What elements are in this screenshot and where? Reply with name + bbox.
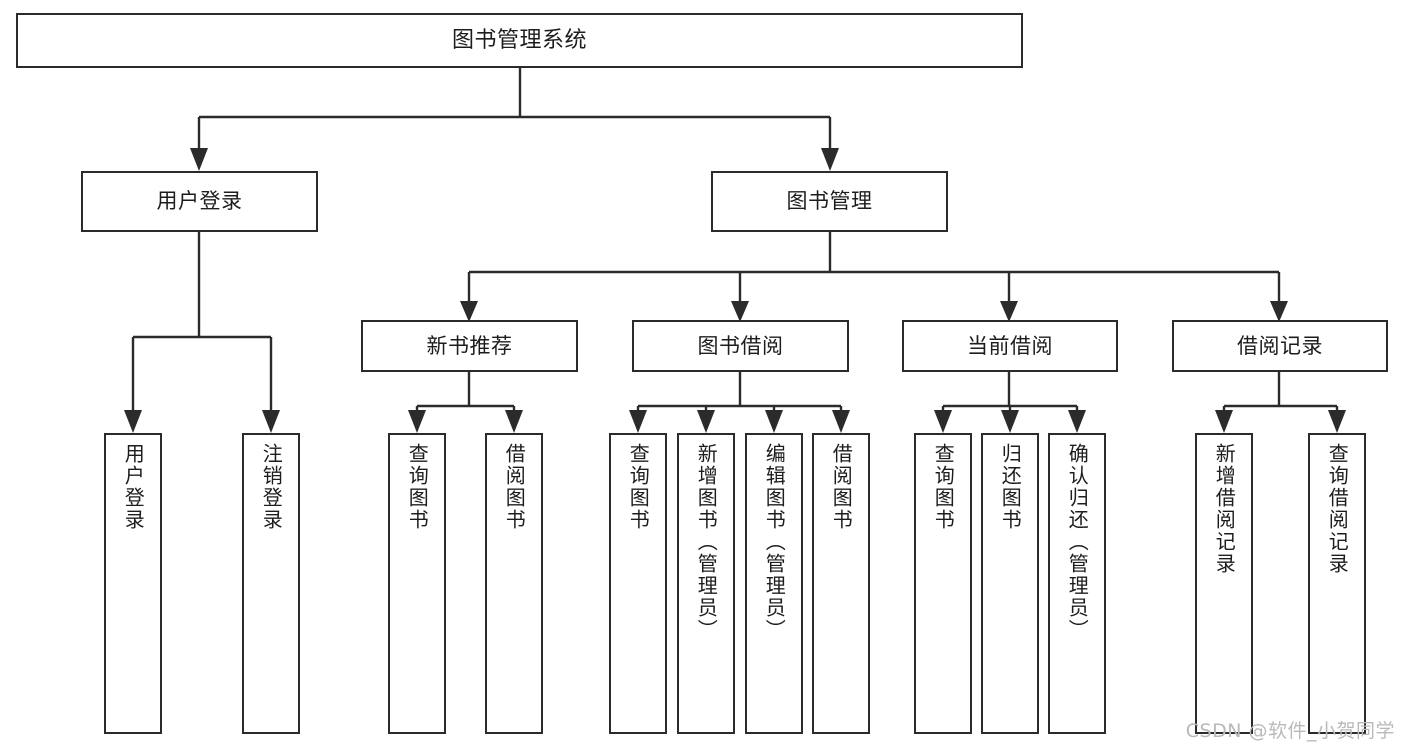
node-root[interactable]: 图书管理系统: [16, 13, 1023, 68]
arrowhead-bb-1: [697, 410, 715, 433]
leaf-label: 用户登录: [121, 443, 146, 531]
arrowhead-l3-3: [1270, 301, 1288, 322]
leaf-borrow-edit-book-admin[interactable]: 编辑图书（管理员）: [745, 433, 803, 734]
leaf-label: 查询图书: [931, 443, 956, 531]
leaf-label: 注销登录: [259, 443, 284, 531]
node-book-manage[interactable]: 图书管理: [711, 171, 948, 232]
leaf-borrow-borrow-book[interactable]: 借阅图书: [812, 433, 870, 734]
arrowhead-br-1: [1328, 410, 1346, 433]
arrowhead-ul-0: [124, 410, 142, 433]
arrowhead-br-0: [1215, 410, 1233, 433]
arrowhead-ul-1: [262, 410, 280, 433]
leaf-label: 编辑图书（管理员）: [762, 443, 787, 641]
leaf-label: 查询图书: [626, 443, 651, 531]
leaf-record-add-record[interactable]: 新增借阅记录: [1195, 433, 1253, 734]
arrowhead-cb-0: [934, 410, 952, 433]
leaf-label: 借阅图书: [502, 443, 527, 531]
leaf-label: 归还图书: [998, 443, 1023, 531]
leaf-label: 查询图书: [405, 443, 430, 531]
node-book-borrow-label: 图书借阅: [697, 333, 784, 358]
arrowhead-l3-0: [460, 301, 478, 322]
leaf-label: 新增图书（管理员）: [694, 443, 719, 641]
arrowhead-bb-2: [765, 410, 783, 433]
arrowhead-book-manage: [821, 148, 839, 171]
watermark: CSDN @软件_小贺同学: [1185, 720, 1395, 742]
leaf-recommend-borrow-book[interactable]: 借阅图书: [485, 433, 543, 734]
node-new-book-recommend[interactable]: 新书推荐: [361, 320, 578, 372]
leaf-label: 确认归还（管理员）: [1065, 443, 1090, 641]
node-new-book-recommend-label: 新书推荐: [426, 333, 513, 358]
node-borrow-record[interactable]: 借阅记录: [1172, 320, 1388, 372]
arrowhead-bb-0: [629, 410, 647, 433]
node-book-borrow[interactable]: 图书借阅: [632, 320, 849, 372]
leaf-current-return-book[interactable]: 归还图书: [981, 433, 1039, 734]
node-root-label: 图书管理系统: [451, 27, 587, 53]
leaf-user-login-logout[interactable]: 注销登录: [242, 433, 300, 734]
leaf-label: 新增借阅记录: [1212, 443, 1237, 575]
node-book-manage-label: 图书管理: [786, 189, 873, 214]
leaf-borrow-query-book[interactable]: 查询图书: [609, 433, 667, 734]
node-borrow-record-label: 借阅记录: [1237, 333, 1323, 358]
leaf-borrow-add-book-admin[interactable]: 新增图书（管理员）: [677, 433, 735, 734]
arrowhead-cb-2: [1068, 410, 1086, 433]
arrowhead-cb-1: [1001, 410, 1019, 433]
leaf-label: 借阅图书: [829, 443, 854, 531]
leaf-current-confirm-return-admin[interactable]: 确认归还（管理员）: [1048, 433, 1106, 734]
node-current-borrow-label: 当前借阅: [967, 333, 1053, 358]
arrowhead-l3-2: [1000, 301, 1018, 322]
leaf-recommend-query-book[interactable]: 查询图书: [388, 433, 446, 734]
leaf-user-login-login[interactable]: 用户登录: [104, 433, 162, 734]
arrowhead-rc-0: [408, 410, 426, 433]
leaf-label: 查询借阅记录: [1325, 443, 1350, 575]
arrowhead-user-login: [190, 148, 208, 171]
node-user-login-label: 用户登录: [156, 189, 243, 214]
arrowhead-rc-1: [505, 410, 523, 433]
arrowhead-bb-3: [832, 410, 850, 433]
leaf-record-query-record[interactable]: 查询借阅记录: [1308, 433, 1366, 734]
node-user-login[interactable]: 用户登录: [81, 171, 318, 232]
leaf-current-query-book[interactable]: 查询图书: [914, 433, 972, 734]
node-current-borrow[interactable]: 当前借阅: [902, 320, 1118, 372]
arrowhead-l3-1: [731, 301, 749, 322]
